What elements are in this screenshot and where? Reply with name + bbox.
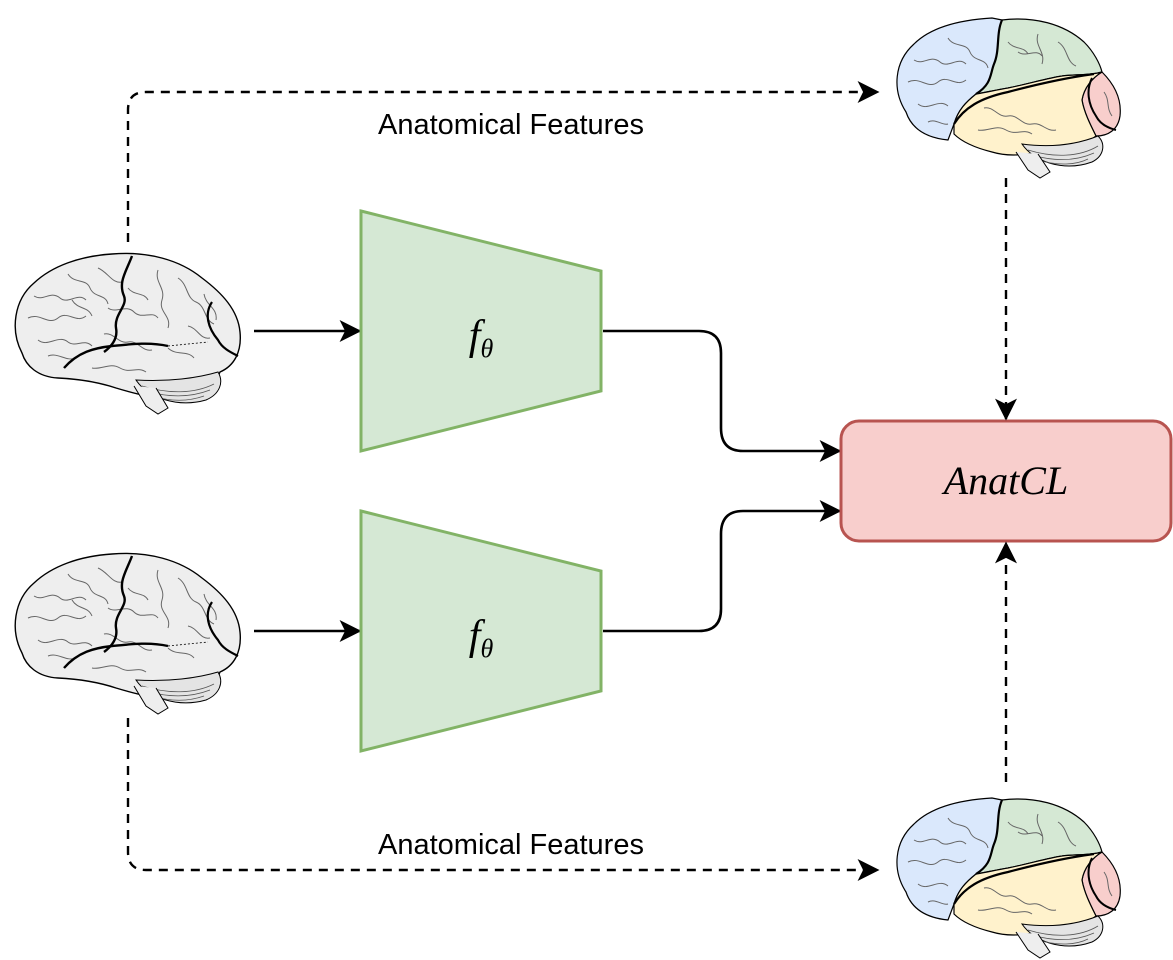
- anatomical-features-bottom-label: Anatomical Features: [378, 829, 644, 861]
- encoder-bottom-connector: [603, 500, 842, 633]
- encoder-top-connector: [603, 329, 842, 462]
- anatomical-features-bottom-edge: [126, 718, 880, 881]
- encoder-top-label: fθ: [469, 313, 494, 363]
- anatcl-loss-label: AnatCL: [941, 458, 1068, 503]
- encoder-top: [359, 209, 603, 453]
- anatomical-features-top-label: Anatomical Features: [378, 109, 644, 141]
- input-brain-bottom-icon: [14, 552, 242, 716]
- anatomical-features-top-edge: [126, 81, 880, 242]
- anatcl-loss-box: [839, 419, 1173, 543]
- input-brain-top-icon: [14, 252, 242, 416]
- segmented-brain-bottom-icon: [895, 796, 1122, 960]
- encoder-bottom: [359, 509, 603, 753]
- segmented-brain-top-icon: [895, 16, 1122, 180]
